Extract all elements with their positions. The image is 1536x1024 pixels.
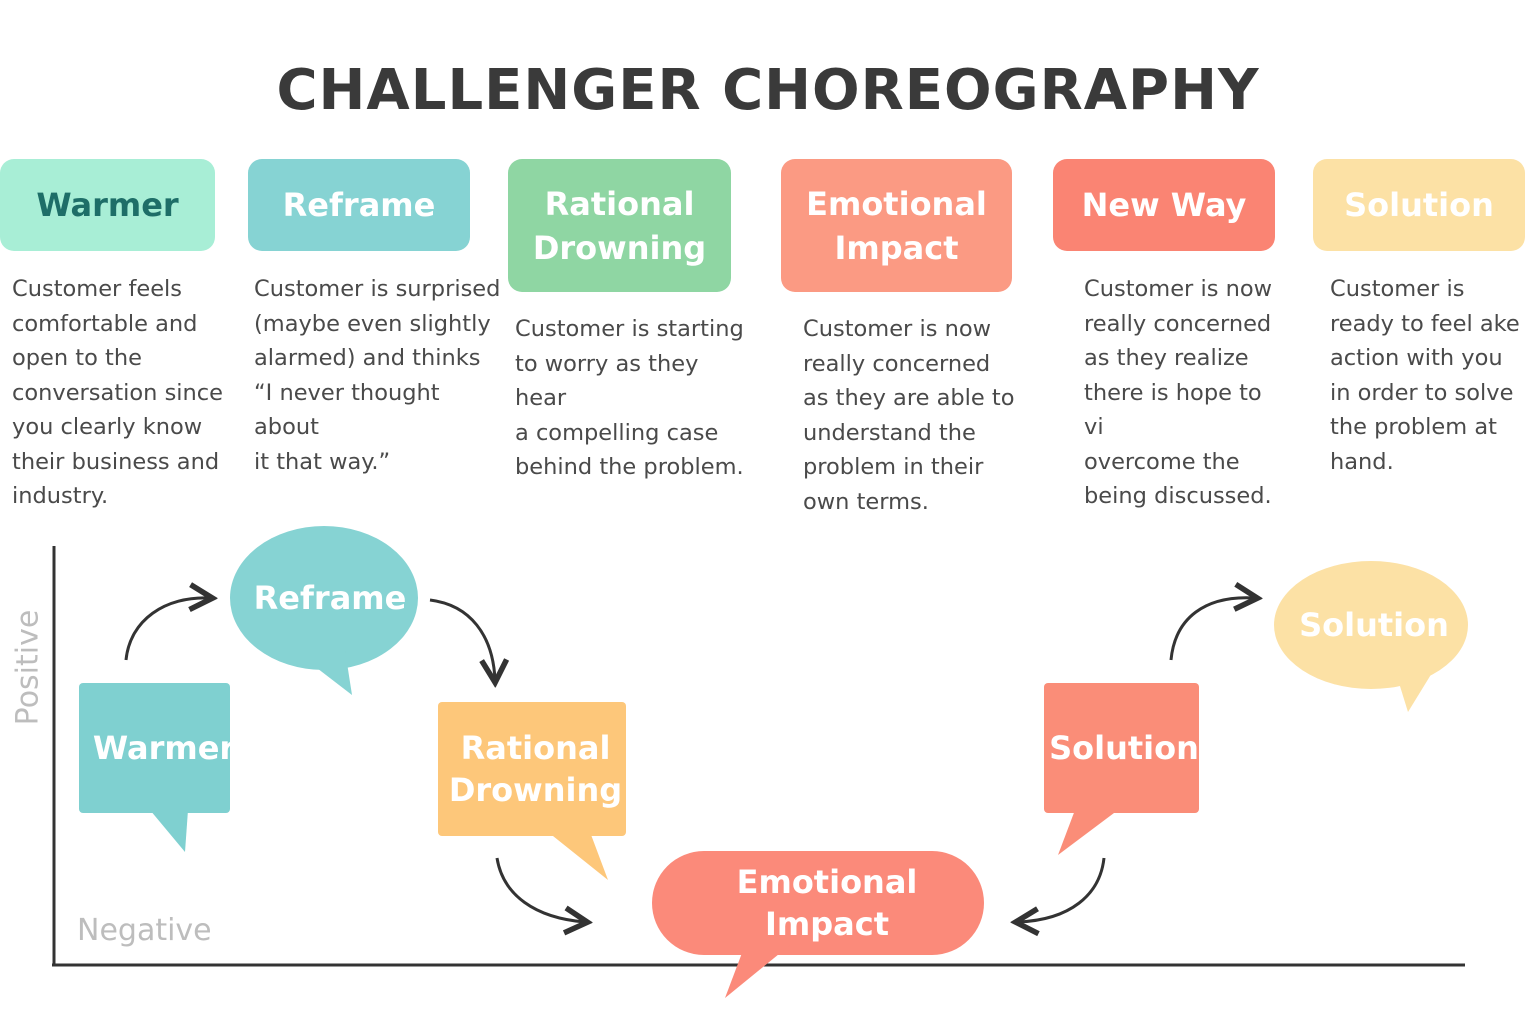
- reframe-bubble: [230, 526, 418, 695]
- stage-label: Solution: [1344, 186, 1494, 224]
- stage-label: Emotional Impact: [806, 184, 987, 267]
- stage-description-solution: Customer is ready to feel ake action wit…: [1330, 276, 1520, 475]
- axis-label-positive: Positive: [10, 609, 46, 726]
- stage-box-reframe: Reframe: [248, 159, 470, 251]
- bubble-label-solution-cloud: Solution: [1299, 606, 1449, 644]
- stage-box-solution: Solution: [1313, 159, 1525, 251]
- stage-box-rational-drowning: Rational Drowning: [508, 159, 731, 292]
- arrow-solution-to-emotional: [1018, 857, 1106, 922]
- bubble-label-solution-box: Solution: [1049, 729, 1199, 767]
- bubble-label-emotional-impact: Emotional Impact: [736, 863, 918, 943]
- bubble-label-reframe: Reframe: [253, 579, 407, 617]
- warmer-bubble: [79, 683, 230, 852]
- bubble-label-warmer: Warmer: [92, 729, 236, 767]
- stage-box-new-way: New Way: [1053, 159, 1275, 251]
- arrow-rational-to-emotional: [495, 857, 585, 922]
- solution-box-bubble: [1044, 683, 1199, 855]
- stage-description-reframe: Customer is surprised (maybe even slight…: [254, 276, 501, 475]
- rational-drowning-bubble: [438, 702, 626, 880]
- axis-label-negative: Negative: [77, 913, 212, 948]
- stage-label: Rational Drowning: [532, 184, 707, 267]
- stage-description-rational-drowning: Customer is starting to worry as they he…: [515, 316, 744, 480]
- stage-description-new-way: Customer is now really concerned as they…: [1084, 276, 1272, 509]
- stage-description-emotional-impact: Customer is now really concerned as they…: [803, 316, 1015, 515]
- emotional-impact-bubble: [652, 851, 984, 998]
- bubble-label-rational-drowning: Rational Drowning: [448, 729, 623, 809]
- solution-cloud-bubble: [1274, 561, 1468, 712]
- arrow-reframe-to-rational: [429, 598, 495, 680]
- stage-label: New Way: [1081, 186, 1247, 224]
- stage-label: Warmer: [36, 186, 179, 224]
- arrow-solution-to-solution: [1169, 598, 1255, 661]
- stage-box-emotional-impact: Emotional Impact: [781, 159, 1012, 292]
- page-title: CHALLENGER CHOREOGRAPHY: [276, 58, 1260, 123]
- stage-box-warmer: Warmer: [0, 159, 215, 251]
- stage-description-warmer: Customer feels comfortable and open to t…: [12, 276, 224, 509]
- arrow-warmer-to-reframe: [124, 598, 210, 661]
- stage-label: Reframe: [282, 186, 436, 224]
